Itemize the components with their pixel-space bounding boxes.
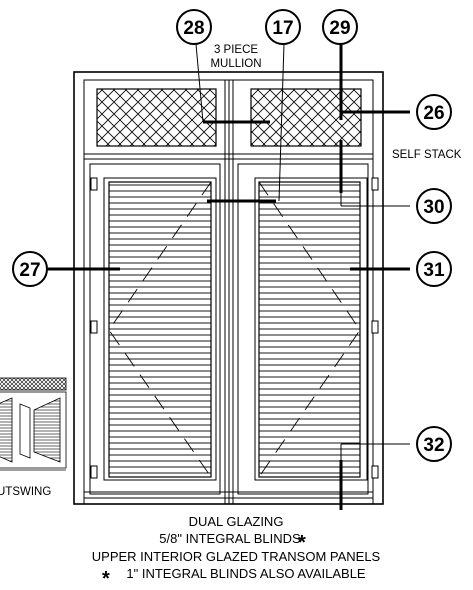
caption-line-1: DUAL GLAZING bbox=[189, 514, 284, 529]
door-panel-right bbox=[237, 163, 379, 495]
callout-26: 26 bbox=[416, 94, 452, 130]
caption-line-4: 1" INTEGRAL BLINDS ALSO AVAILABLE bbox=[126, 566, 366, 581]
callout-28: 28 bbox=[176, 9, 212, 45]
caption-line-2: 5/8" INTEGRAL BLINDS bbox=[159, 531, 301, 546]
caption-star-1: * bbox=[298, 532, 306, 554]
callout-17: 17 bbox=[265, 9, 301, 45]
callout-30: 30 bbox=[416, 188, 452, 224]
svg-text:29: 29 bbox=[329, 18, 350, 39]
svg-text:26: 26 bbox=[423, 103, 444, 124]
callout-31: 31 bbox=[416, 251, 452, 287]
mullion-label-line1: 3 PIECE bbox=[214, 44, 258, 56]
transom-panel-left bbox=[96, 88, 217, 147]
svg-text:17: 17 bbox=[272, 18, 293, 39]
mullion-label-line2: MULLION bbox=[210, 58, 261, 70]
door-panel-left bbox=[89, 163, 221, 495]
self-stack-label: SELF STACK bbox=[392, 149, 462, 161]
svg-text:27: 27 bbox=[19, 260, 40, 281]
leader-lines bbox=[48, 43, 410, 510]
svg-text:30: 30 bbox=[423, 197, 444, 218]
door-frame bbox=[73, 71, 384, 505]
svg-text:32: 32 bbox=[423, 435, 444, 456]
caption-star-2: * bbox=[102, 568, 110, 590]
caption-line-3: UPPER INTERIOR GLAZED TRANSOM PANELS bbox=[92, 549, 381, 564]
svg-text:28: 28 bbox=[183, 18, 204, 39]
svg-text:31: 31 bbox=[423, 260, 445, 281]
callout-27: 27 bbox=[12, 251, 48, 287]
transom-panel-right bbox=[250, 88, 362, 147]
caption: DUAL GLAZING 5/8" INTEGRAL BLINDS * UPPE… bbox=[92, 514, 381, 590]
callout-32: 32 bbox=[416, 426, 452, 462]
callout-29: 29 bbox=[322, 9, 358, 45]
outswing-label: UTSWING bbox=[0, 486, 51, 498]
outswing-thumbnail bbox=[0, 377, 67, 471]
